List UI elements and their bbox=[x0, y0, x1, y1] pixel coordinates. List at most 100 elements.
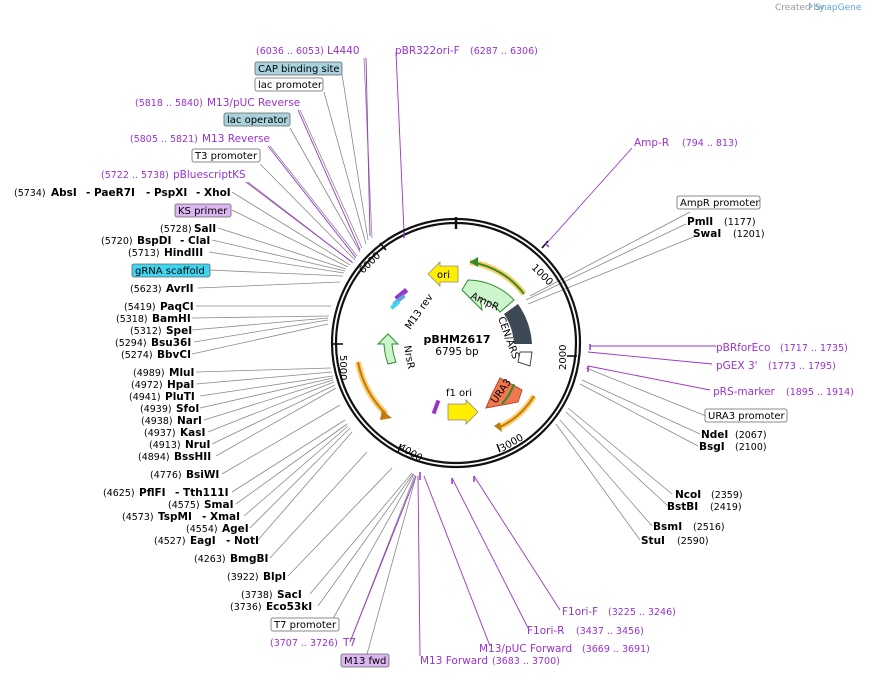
label-agei-pos: (4554) bbox=[186, 524, 218, 535]
box-lac-promoter bbox=[254, 77, 324, 92]
label-xhoi: - XhoI bbox=[196, 187, 231, 199]
label-pbluescriptks-range: (5722 .. 5738) bbox=[101, 170, 169, 181]
label-absi-pos: (5734) bbox=[14, 188, 46, 199]
label-bamhi-pos: (5318) bbox=[116, 314, 148, 325]
feature-label-f1-ori: f1 ori bbox=[446, 388, 472, 399]
snapgene-icon bbox=[808, 2, 813, 10]
label-m13-forward: M13 Forward bbox=[420, 655, 488, 667]
created-by-text: Created by bbox=[775, 3, 825, 13]
grna-scaffold-mark bbox=[389, 300, 401, 310]
box-t3-promoter bbox=[191, 148, 261, 163]
right-labels: pBR322ori-F (6287 .. 6306) Amp-R (794 ..… bbox=[395, 45, 854, 655]
label-prs-marker-range: (1895 .. 1914) bbox=[786, 387, 854, 398]
leader-lines-right bbox=[525, 211, 707, 541]
ampr-gene-arrow bbox=[461, 279, 515, 313]
label-bbvci: BbvCI bbox=[157, 349, 191, 361]
label-sfoi: SfoI bbox=[176, 403, 199, 415]
label-bsgi-pos: (2100) bbox=[735, 442, 767, 453]
label-nari-pos: (4938) bbox=[141, 416, 173, 427]
box-ura3-promoter bbox=[704, 408, 788, 423]
label-bmgbi: BmgBI bbox=[230, 553, 268, 565]
box-t7-promoter bbox=[270, 617, 340, 632]
label-noti: - NotI bbox=[226, 535, 259, 547]
snapgene-logo: SnapGene bbox=[815, 3, 862, 13]
label-bsu36i: Bsu36I bbox=[151, 337, 191, 349]
label-eco53ki: Eco53kI bbox=[266, 601, 312, 613]
label-paqci: PaqCI bbox=[160, 301, 194, 313]
label-hpai: HpaI bbox=[167, 379, 194, 391]
f1-primer-mark bbox=[431, 399, 441, 415]
label-grna-scaffold: gRNA scaffold bbox=[135, 266, 205, 277]
label-t3-promoter: T3 promoter bbox=[194, 151, 258, 162]
label-eagi: EagI bbox=[190, 535, 216, 547]
nrsr-promoter-arrowhead bbox=[380, 410, 392, 420]
primer-lines-left bbox=[245, 57, 421, 657]
ura3-promoter-arrowhead bbox=[494, 422, 502, 432]
left-labels: (6036 .. 6053) L4440 CAP binding site la… bbox=[14, 45, 560, 668]
label-bstbi-pos: (2419) bbox=[710, 502, 742, 513]
label-nrui-pos: (4913) bbox=[149, 440, 181, 451]
label-bsu36i-pos: (5294) bbox=[115, 338, 147, 349]
label-agei: AgeI bbox=[222, 523, 249, 535]
label-bspdi-pos: (5720) bbox=[101, 236, 133, 247]
label-smai-pos: (4575) bbox=[168, 500, 200, 511]
label-paqci-pos: (5419) bbox=[124, 302, 156, 313]
label-spei-pos: (5312) bbox=[130, 326, 162, 337]
label-f1ori-f: F1ori-F bbox=[562, 606, 598, 618]
tick-marks bbox=[333, 240, 577, 453]
label-tth111i: - Tth111I bbox=[175, 487, 229, 499]
label-m13puc-forward-range: (3669 .. 3691) bbox=[582, 644, 650, 655]
label-pgex-3-range: (1773 .. 1795) bbox=[768, 361, 836, 372]
label-pmli: PmlI bbox=[687, 216, 713, 228]
label-bamhi: BamHI bbox=[152, 313, 191, 325]
label-blpi: BlpI bbox=[263, 571, 286, 583]
label-pbr322ori-f-range: (6287 .. 6306) bbox=[470, 46, 538, 57]
label-mlui-pos: (4989) bbox=[133, 368, 165, 379]
primer-lines-right bbox=[395, 51, 716, 647]
cen-ars-small-box bbox=[517, 351, 533, 367]
label-pbrforeco: pBRforEco bbox=[716, 342, 770, 354]
label-pgex-3: pGEX 3' bbox=[716, 360, 758, 372]
cen-ars-block bbox=[504, 304, 532, 344]
label-bmgbi-pos: (4263) bbox=[194, 554, 226, 565]
label-absi: AbsI bbox=[51, 187, 77, 199]
label-bsmi: BsmI bbox=[653, 521, 682, 533]
feature-label-ori: ori bbox=[437, 270, 450, 281]
label-lac-operator: lac operator bbox=[227, 115, 288, 126]
label-mlui: MluI bbox=[169, 367, 194, 379]
nrsr-promoter-arc bbox=[355, 361, 389, 417]
label-pbluescriptks: pBluescriptKS bbox=[173, 169, 246, 181]
label-lac-promoter: lac promoter bbox=[258, 80, 323, 91]
label-xmai: - XmaI bbox=[202, 511, 240, 523]
label-prs-marker: pRS-marker bbox=[713, 386, 776, 398]
label-ndei-pos: (2067) bbox=[735, 430, 767, 441]
tick-label-1000: 1000 bbox=[529, 262, 555, 288]
label-spei: SpeI bbox=[166, 325, 192, 337]
label-f1ori-f-range: (3225 .. 3246) bbox=[608, 607, 676, 618]
label-amp-r-range: (794 .. 813) bbox=[682, 138, 738, 149]
label-ncoi-pos: (2359) bbox=[711, 490, 743, 501]
label-hindiii-pos: (5713) bbox=[128, 248, 160, 259]
box-cap-binding-site bbox=[254, 61, 343, 76]
label-paer7i: - PaeR7I bbox=[86, 187, 135, 199]
label-m13-fwd: M13 fwd bbox=[344, 656, 386, 667]
ura3-promoter-line bbox=[497, 395, 535, 429]
label-bsshii: BssHII bbox=[174, 451, 211, 463]
ori-arrow bbox=[427, 261, 459, 287]
label-sali-pos: (5728) bbox=[160, 224, 192, 235]
plasmid-length: 6795 bp bbox=[435, 346, 479, 358]
label-m13puc-reverse-range: (5818 .. 5840) bbox=[135, 98, 203, 109]
label-f1ori-r: F1ori-R bbox=[527, 625, 564, 637]
label-hpai-pos: (4972) bbox=[131, 380, 163, 391]
label-swai-pos: (1201) bbox=[733, 229, 765, 240]
tick-label-6000: 6000 bbox=[357, 250, 383, 276]
label-bspdi: BspDI bbox=[137, 235, 171, 247]
label-pmli-pos: (1177) bbox=[724, 217, 756, 228]
label-ampr-promoter: AmpR promoter bbox=[680, 198, 760, 209]
label-t7-range: (3707 .. 3726) bbox=[270, 638, 338, 649]
label-saci-pos: (3738) bbox=[241, 590, 273, 601]
label-eagi-pos: (4527) bbox=[154, 536, 186, 547]
label-ndei: NdeI bbox=[701, 429, 728, 441]
box-lac-operator bbox=[223, 112, 291, 127]
